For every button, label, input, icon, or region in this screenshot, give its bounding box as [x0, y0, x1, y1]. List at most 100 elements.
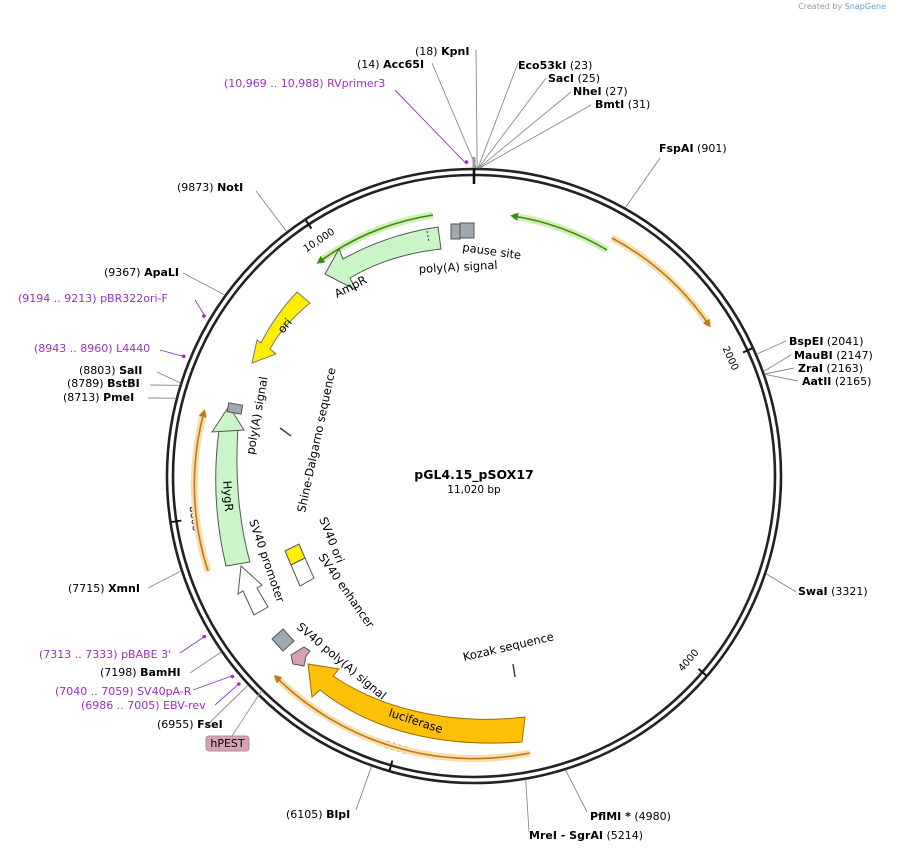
credit-brand: SnapGene — [844, 2, 886, 11]
enzyme-lines — [147, 49, 799, 833]
primer-label: (6986 .. 7005) EBV-rev — [81, 699, 206, 712]
orange-arrow-right-core — [611, 237, 711, 328]
green-arrow-top-right-core — [510, 212, 608, 251]
primer-label: (7040 .. 7059) SV40pA-R — [55, 685, 192, 698]
primer-label: (9194 .. 9213) pBR322ori-F — [18, 292, 168, 305]
primer-label: (7313 .. 7333) pBABE 3' — [39, 648, 171, 661]
enzyme-site-line — [525, 779, 530, 833]
primer-site-marker — [202, 634, 207, 639]
enzyme-labels: (18) KpnI (14) Acc65I Eco53kI (23) SacI … — [63, 45, 873, 842]
enzyme-label: BspEI (2041) — [789, 335, 864, 348]
plasmid-name: pGL4.15_pSOX17 — [414, 467, 533, 483]
hpest-leader — [231, 689, 263, 737]
feature-labels: AmpR ori pause site poly(A) signal poly(… — [220, 240, 555, 736]
ampr-divider — [426, 230, 430, 243]
primer-site-marker — [464, 160, 469, 164]
enzyme-site-line — [156, 371, 181, 384]
enzyme-label: SwaI (3321) — [798, 585, 868, 598]
tick-mark — [388, 760, 394, 771]
inner-features — [211, 157, 526, 744]
enzyme-site-line — [565, 769, 588, 813]
ori-arrow — [251, 291, 311, 364]
enzyme-site-line — [147, 570, 182, 589]
enzyme-site-line — [355, 766, 372, 811]
hpest-badge: hPEST — [205, 735, 250, 752]
enzyme-site-line — [764, 373, 799, 382]
enzyme-site-line — [255, 190, 287, 232]
enzyme-label: (7198) BamHI — [100, 666, 181, 679]
enzyme-site-line — [204, 684, 249, 728]
ampr-arrow — [324, 226, 442, 292]
hpest-arrow — [290, 646, 311, 667]
enzyme-site-line — [479, 104, 592, 169]
primer-label: (10,969 .. 10,988) RVprimer3 — [224, 77, 385, 90]
outer-features — [190, 211, 712, 763]
kozak-mark — [512, 663, 516, 678]
hygr-label: HygR — [220, 480, 236, 512]
primer-line — [179, 635, 207, 654]
enzyme-site-line — [182, 272, 226, 296]
sv40-enhancer-label: SV40 enhancer — [316, 551, 378, 631]
sv40-polya-box — [271, 628, 295, 652]
enzyme-label: (18) KpnI — [415, 45, 469, 58]
enzyme-site-line — [478, 77, 547, 169]
primer-line — [214, 682, 241, 706]
primer-site-marker — [181, 354, 186, 359]
orange-arrow-right — [610, 234, 712, 327]
enzyme-label: NheI (27) — [573, 85, 628, 98]
primer-site-marker — [202, 314, 206, 318]
enzyme-label: (8803) SalI — [79, 364, 142, 377]
primer-line — [159, 349, 186, 358]
sv40-promoter-arrow — [237, 564, 269, 616]
primer-site-marker — [230, 674, 235, 679]
shine-dalgarno-label: Shine-Dalgarno sequence — [294, 366, 338, 513]
enzyme-label: MreI - SgrAI (5214) — [529, 829, 643, 842]
sv40-enhancer-box — [290, 557, 315, 587]
enzyme-label: FspAI (901) — [659, 142, 727, 155]
primer-label: (8943 .. 8960) L4440 — [34, 342, 150, 355]
kozak-label: Kozak sequence — [462, 629, 556, 664]
enzyme-site-line — [477, 62, 519, 169]
primer-line — [192, 674, 235, 691]
enzyme-site-line — [764, 367, 795, 375]
enzyme-site-line — [189, 651, 222, 674]
tick-label: 2000 — [720, 345, 741, 373]
tick-mark — [742, 347, 753, 354]
tick-mark — [697, 668, 707, 677]
enzyme-site-line — [624, 157, 661, 209]
enzyme-site-line — [763, 354, 792, 372]
enzyme-site-line — [478, 91, 572, 169]
enzyme-label: (8789) BstBI — [67, 377, 140, 390]
enzyme-label: MauBI (2147) — [794, 349, 873, 362]
enzyme-label: ZraI (2163) — [798, 362, 863, 375]
polya-box-top — [459, 222, 475, 239]
enzyme-label: (6105) BlpI — [286, 808, 350, 821]
enzyme-label: AatII (2165) — [802, 375, 871, 388]
enzyme-label: (9367) ApaLI — [104, 266, 179, 279]
shine-dalgarno-mark — [279, 427, 292, 437]
hygr-head — [211, 405, 245, 433]
green-arrow-top-right — [512, 212, 609, 254]
enzyme-label: (7715) XmnI — [68, 582, 140, 595]
hygr-arrow — [215, 427, 251, 567]
enzyme-site-line — [756, 340, 787, 355]
tick-mark — [171, 519, 182, 524]
polya-top-label: poly(A) signal — [418, 258, 497, 276]
enzyme-label: (6955) FseI — [157, 718, 223, 731]
tick-mark — [305, 219, 313, 230]
enzyme-site-line — [431, 62, 477, 169]
enzyme-label: (9873) NotI — [177, 181, 243, 194]
enzyme-label: PflMI * (4980) — [590, 810, 671, 823]
enzyme-label: (14) Acc65I — [357, 58, 424, 71]
polya-hyg-label: poly(A) signal — [243, 375, 270, 455]
hpest-label: hPEST — [210, 737, 245, 750]
tick-label: 4000 — [677, 648, 702, 674]
enzyme-site-line — [475, 49, 478, 169]
orange-arrow-left-core — [193, 409, 209, 572]
primer-line — [194, 299, 206, 318]
luciferase-arrow — [307, 663, 526, 744]
enzyme-label: (8713) PmeI — [63, 391, 134, 404]
primer-line — [394, 89, 467, 165]
enzyme-label: BmtI (31) — [595, 98, 650, 111]
